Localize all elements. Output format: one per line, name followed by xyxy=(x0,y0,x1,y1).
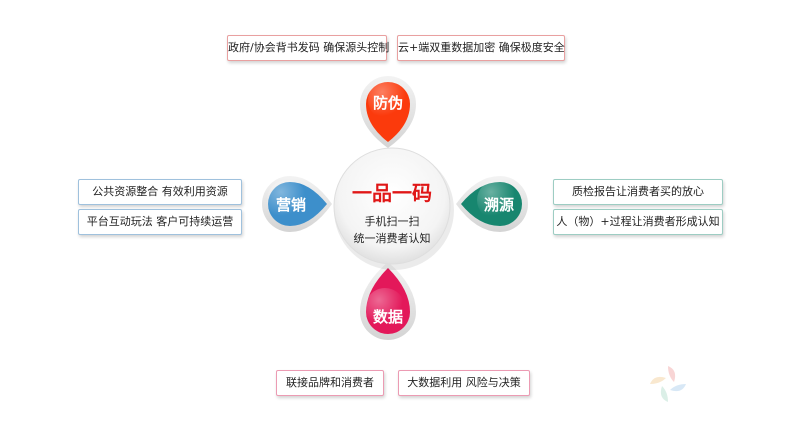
tag-top-1: 政府/协会背书发码 确保源头控制 xyxy=(227,35,389,61)
center-title: 一品一码 xyxy=(352,181,432,205)
tag-right-1: 质检报告让消费者买的放心 xyxy=(553,179,723,205)
center-line2: 统一消费者认知 xyxy=(354,231,431,245)
petal-bottom-label: 数据 xyxy=(373,308,403,326)
tag-bottom-1: 联接品牌和消费者 xyxy=(276,370,384,396)
tag-bottom-2: 大数据利用 风险与决策 xyxy=(398,370,530,396)
petal-right-label: 溯源 xyxy=(484,196,514,214)
watermark-logo-icon xyxy=(650,366,686,402)
petal-left-label: 营销 xyxy=(276,196,306,214)
petal-bottom: 数据 xyxy=(360,262,416,340)
tag-left-1: 公共资源整合 有效利用资源 xyxy=(78,179,242,205)
center-line1: 手机扫一扫 xyxy=(365,214,420,228)
petal-top: 防伪 xyxy=(360,76,416,148)
tag-right-2: 人（物）+过程让消费者形成认知 xyxy=(553,209,723,235)
petal-right: 溯源 xyxy=(456,176,528,232)
tag-top-2: 云+端双重数据加密 确保极度安全 xyxy=(397,35,565,61)
petal-left: 营销 xyxy=(262,176,332,232)
petal-top-label: 防伪 xyxy=(373,94,403,112)
tag-left-2: 平台互动玩法 客户可持续运营 xyxy=(78,209,242,235)
center-circle: 一品一码 手机扫一扫 统一消费者认知 xyxy=(333,147,454,270)
